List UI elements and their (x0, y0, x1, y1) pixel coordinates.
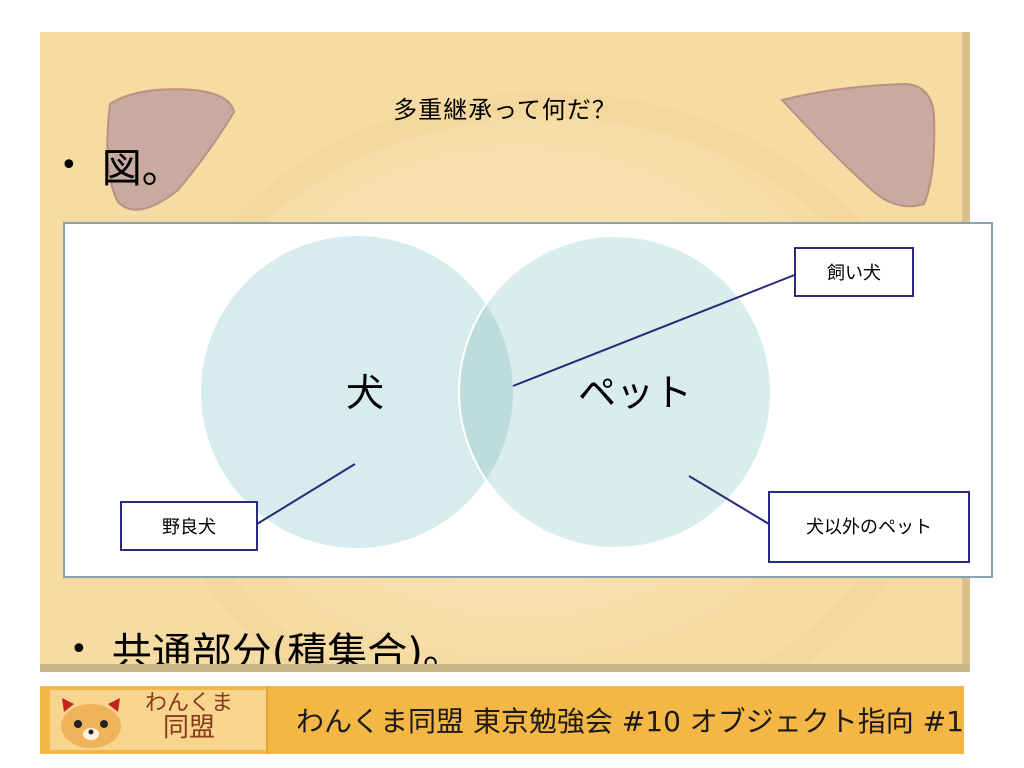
callout-label-other-pet: 犬以外のペット (806, 517, 932, 538)
callout-box-other-pet (768, 491, 970, 563)
callout-line-other-pet (688, 475, 770, 525)
bullet-item-1: • 図。 (60, 136, 182, 194)
callout-label-kept-dog: 飼い犬 (827, 263, 881, 284)
left-ear-shape (106, 88, 236, 211)
callout-line-stray-dog (256, 463, 356, 525)
right-ear-shape (780, 82, 936, 208)
page-title: 多重継承って何だ？ (393, 96, 617, 124)
bullet-dot: • (60, 147, 78, 183)
venn-diagram: 犬 ペット 飼い犬 野良犬 犬以外のペット (63, 222, 993, 578)
callout-box-stray-dog (120, 501, 258, 551)
footer-text: わんくま同盟 東京勉強会 #10 オブジェクト指向 #1 (296, 705, 964, 738)
pet-circle-label: ペット (578, 371, 692, 415)
callout-line-kept-dog (512, 273, 798, 387)
bullet-dot: • (70, 631, 88, 667)
callout-label-stray-dog: 野良犬 (162, 517, 216, 538)
bullet-text-1: 図。 (101, 146, 182, 192)
logo-text-line2: 同盟 (162, 713, 215, 743)
dog-circle (201, 236, 513, 548)
wankuma-logo: わんくま 同盟 (50, 690, 266, 750)
dog-circle-label: 犬 (346, 371, 384, 415)
footer-bar: わんくま 同盟 わんくま同盟 東京勉強会 #10 オブジェクト指向 #1 (40, 686, 964, 754)
callout-box-kept-dog (794, 247, 914, 297)
bear-face-icon (61, 698, 121, 748)
logo-text-line1: わんくま (144, 691, 233, 716)
